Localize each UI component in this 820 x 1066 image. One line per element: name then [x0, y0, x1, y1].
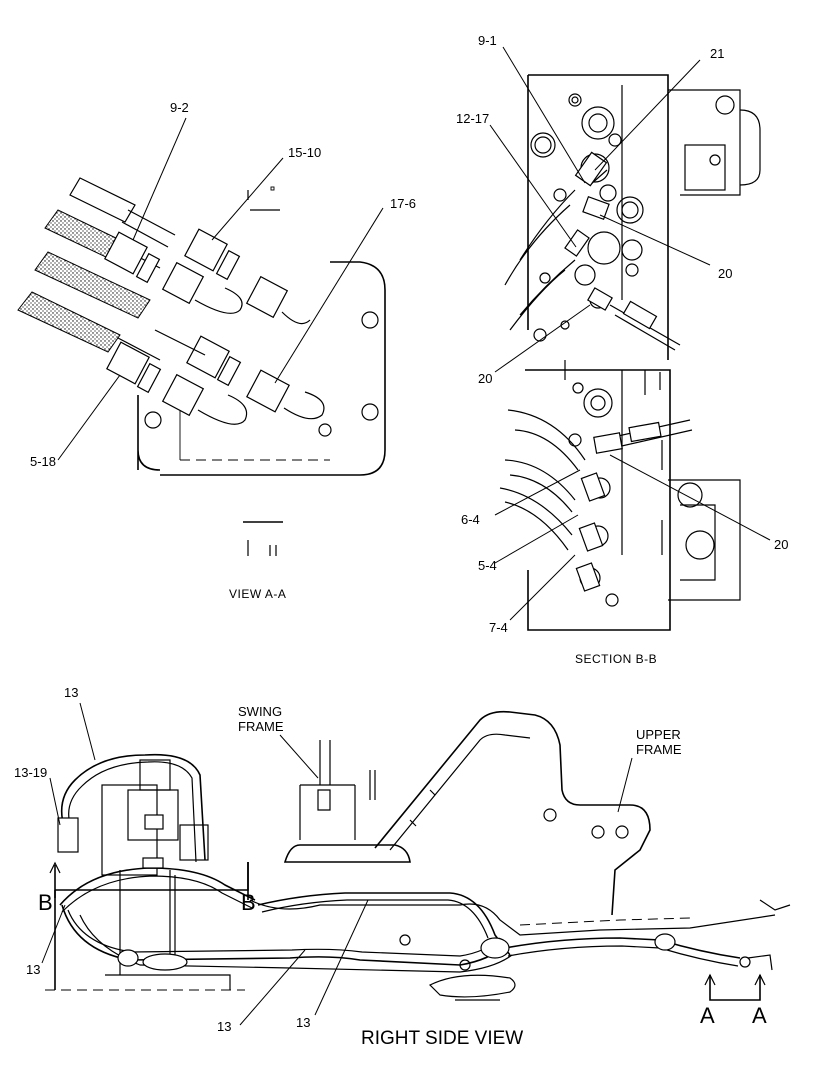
section-marker-b-left: B: [38, 890, 53, 915]
callout-13-bottom-a: 13: [217, 1019, 231, 1034]
callout-9-1: 9-1: [478, 33, 497, 48]
callout-21: 21: [710, 46, 724, 61]
callout-12-17: 12-17: [456, 111, 489, 126]
section-bb-drawing: [499, 74, 761, 631]
section-bb-leaders: [489, 46, 771, 621]
callout-6-4: 6-4: [461, 512, 480, 527]
callout-20-upper: 20: [718, 266, 732, 281]
callout-17-6: 17-6: [390, 196, 416, 211]
callout-13-left: 13: [26, 962, 40, 977]
view-aa-drawing: [17, 177, 386, 556]
callout-5-4: 5-4: [478, 558, 497, 573]
label-swing-frame: FRAME: [238, 719, 284, 734]
callout-20-lower: 20: [774, 537, 788, 552]
label-upper: UPPER: [636, 727, 681, 742]
callout-7-4: 7-4: [489, 620, 508, 635]
callout-20-middle: 20: [478, 371, 492, 386]
callout-15-10: 15-10: [288, 145, 321, 160]
view-aa-leaders: [57, 117, 384, 461]
section-marker-b-right: B: [241, 890, 256, 915]
right-side-drawing: [45, 710, 791, 1001]
section-bb-title: SECTION B-B: [575, 652, 657, 666]
section-marker-a-right: A: [752, 1003, 767, 1028]
callout-9-2: 9-2: [170, 100, 189, 115]
section-marker-a-left: A: [700, 1003, 715, 1028]
label-swing: SWING: [238, 704, 282, 719]
callout-5-18: 5-18: [30, 454, 56, 469]
label-upper-frame: FRAME: [636, 742, 682, 757]
right-side-view-title: RIGHT SIDE VIEW: [361, 1028, 523, 1049]
right-side-leaders: [41, 702, 633, 1026]
callout-13-19: 13-19: [14, 765, 47, 780]
view-aa-title: VIEW A-A: [229, 587, 286, 601]
callout-13-bottom-b: 13: [296, 1015, 310, 1030]
callout-13-top: 13: [64, 685, 78, 700]
